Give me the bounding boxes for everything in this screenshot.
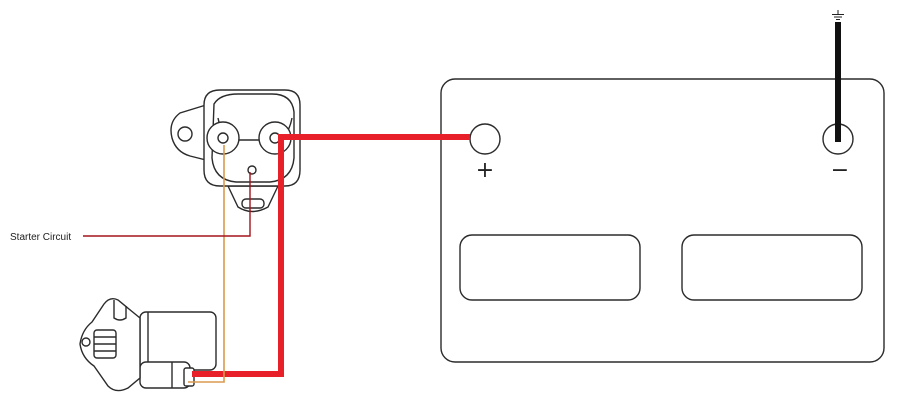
ground-symbol-icon [832,10,844,20]
solenoid-terminal-left-nut [217,132,229,144]
solenoid-body [203,89,301,187]
solenoid-mount-slot-bottom [241,198,265,209]
battery-to-solenoid-cable [192,134,470,377]
negative-terminal-sign: − [831,158,849,183]
solenoid-to-starter-jumper-wire [188,145,225,383]
battery-label-panel-right [681,234,863,301]
battery-case [440,78,885,363]
solenoid-mount-hole-left [177,126,193,142]
solenoid-terminal-left [206,121,240,155]
starter-motor [79,297,217,392]
starter-solenoid [170,89,301,213]
battery-positive-post [469,123,501,155]
starter-motor-solenoid [139,361,191,389]
positive-terminal-sign: + [476,158,494,183]
battery-label-panel-left [459,234,641,301]
starter-circuit-wire [83,172,251,237]
battery: + − [440,78,885,363]
solenoid-mount-left [170,104,207,161]
solenoid-trigger-terminal [247,165,257,175]
starter-circuit-label: Starter Circuit [10,232,71,243]
starter-motor-bolt-left [81,337,91,347]
